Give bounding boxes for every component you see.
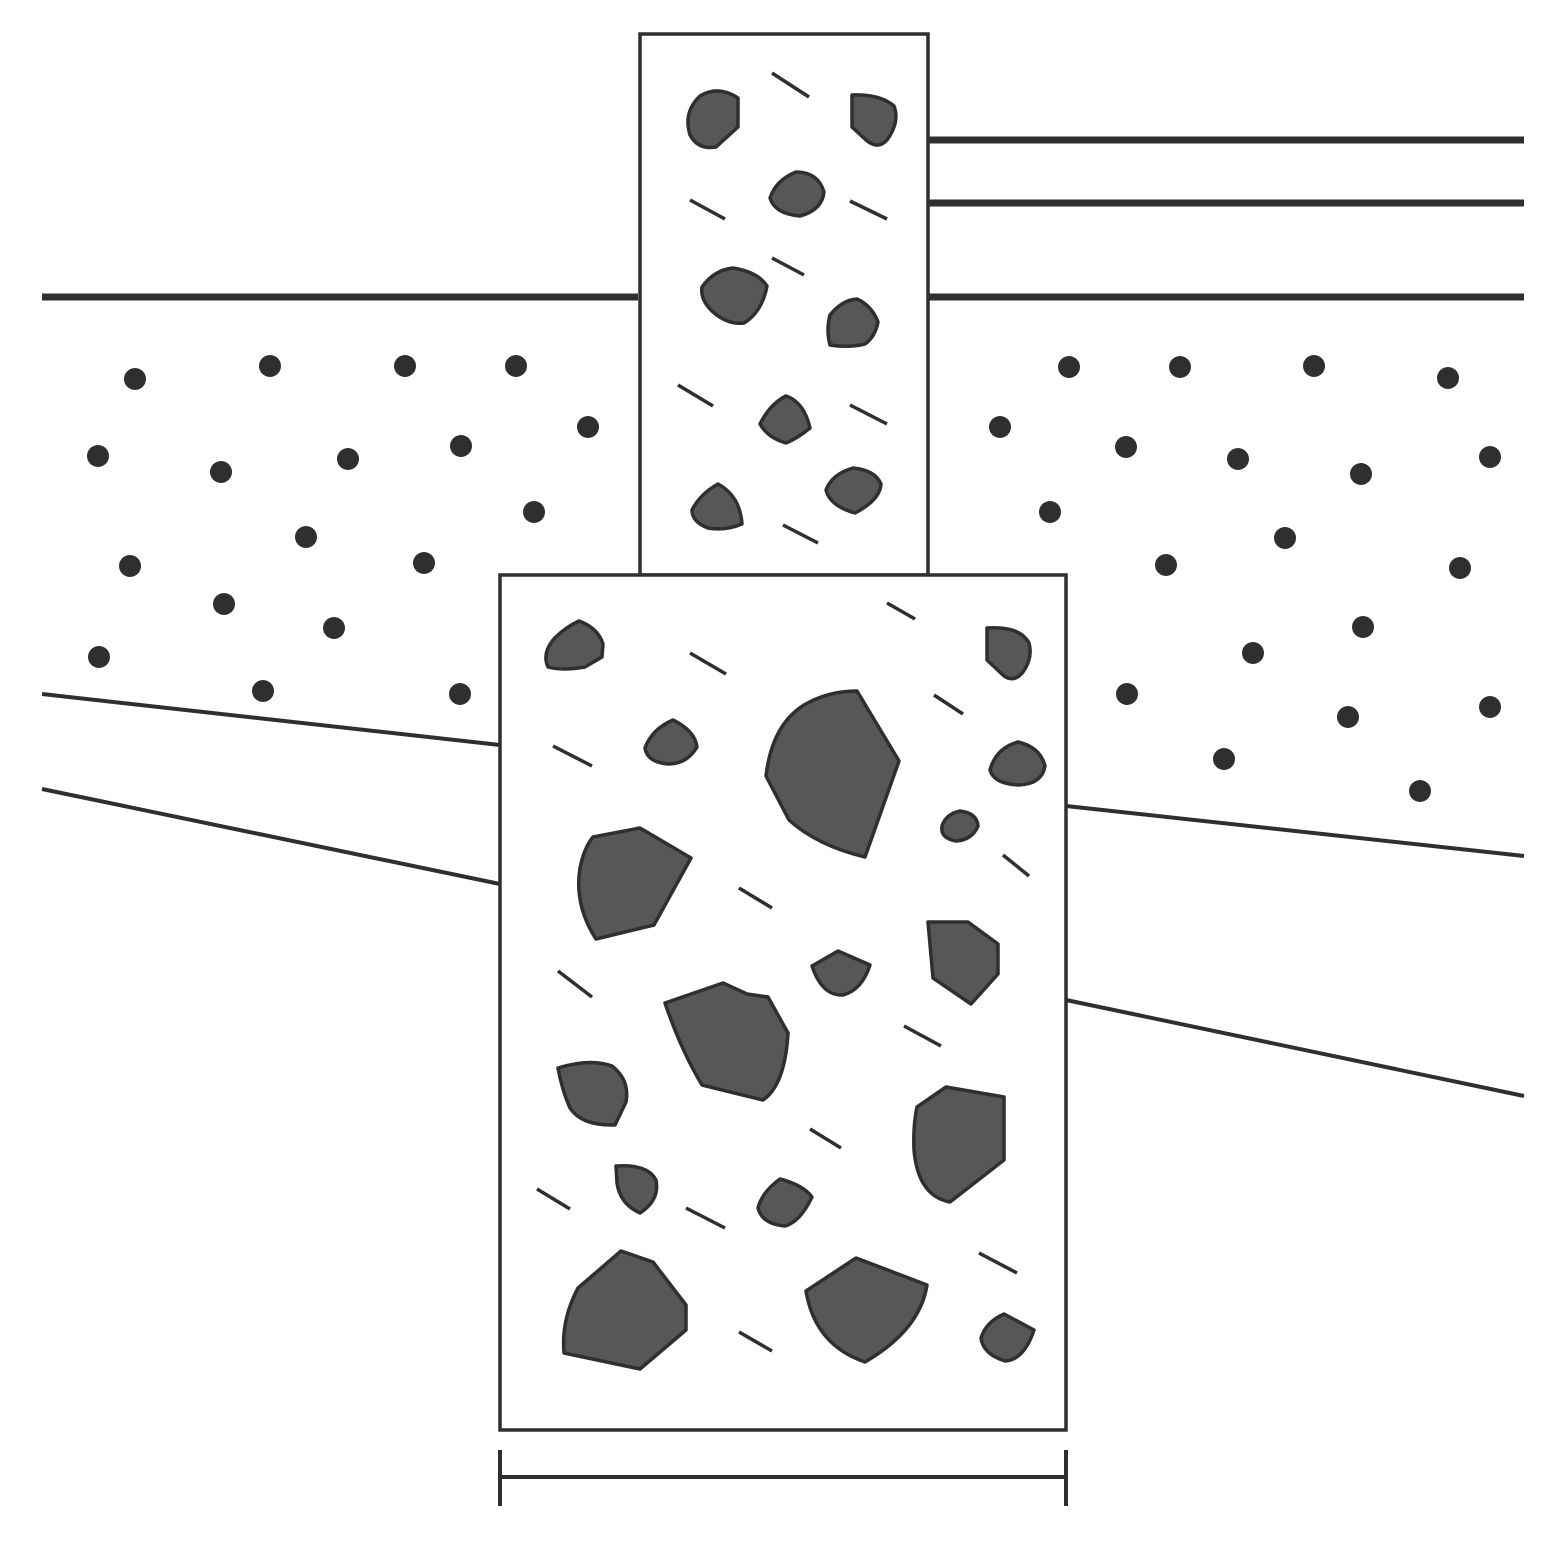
aggregate-dash: [738, 886, 773, 910]
sand-grain: [1350, 463, 1372, 485]
sand-grain: [505, 355, 527, 377]
aggregate-stone: [824, 466, 883, 515]
aggregate-stone: [758, 394, 812, 445]
sand-grain: [1213, 748, 1235, 770]
aggregate-stone: [940, 809, 980, 843]
sand-grain: [1169, 356, 1191, 378]
layer-boundary-right-upper: [1065, 804, 1525, 858]
aggregate-stone: [926, 920, 1000, 1006]
aggregate-stone: [663, 981, 790, 1102]
sand-grain: [1337, 706, 1359, 728]
aggregate-dash: [536, 1187, 571, 1211]
aggregate-dash: [849, 199, 888, 221]
sand-grain: [1116, 683, 1138, 705]
aggregate-stone: [985, 626, 1032, 681]
aggregate-stone: [850, 93, 898, 147]
aggregate-stone: [804, 1256, 929, 1364]
aggregate-dash: [1001, 853, 1031, 878]
aggregate-dash: [782, 523, 819, 545]
aggregate-stone: [576, 826, 693, 941]
aggregate-stone: [912, 1085, 1006, 1204]
sand-grain: [88, 646, 110, 668]
sand-grain: [252, 680, 274, 702]
aggregate-dash: [738, 1330, 773, 1353]
aggregate-stone: [614, 1164, 659, 1215]
sand-grain: [323, 617, 345, 639]
sand-grain: [119, 555, 141, 577]
aggregate-stone: [979, 1312, 1036, 1363]
strata-lines: [41, 136, 1525, 1098]
sand-grain: [1479, 446, 1501, 468]
aggregate-dash: [771, 71, 810, 99]
aggregate-dash: [771, 256, 805, 277]
sand-grain: [213, 593, 235, 615]
sand-grain: [1039, 501, 1061, 523]
aggregate-dash: [903, 1024, 942, 1048]
sand-grain: [1115, 436, 1137, 458]
sand-grain: [577, 416, 599, 438]
sand-grain: [337, 448, 359, 470]
sand-layer-right: [989, 355, 1501, 802]
aggregate-dash: [809, 1127, 842, 1150]
aggregate-stone: [544, 619, 605, 671]
sand-grain: [394, 355, 416, 377]
sand-grain: [1274, 527, 1296, 549]
aggregate-dash: [886, 601, 916, 621]
aggregate-stone: [643, 718, 699, 766]
aggregate-dash: [685, 1206, 726, 1230]
aggregate-dash: [689, 198, 726, 221]
concrete-column: [638, 32, 930, 577]
sand-grain: [295, 526, 317, 548]
sand-grain: [989, 416, 1011, 438]
aggregate-dash: [849, 403, 888, 426]
sand-grain: [1479, 696, 1501, 718]
sand-grain: [259, 355, 281, 377]
sand-grain: [1352, 616, 1374, 638]
sand-grain: [87, 445, 109, 467]
aggregate-dash: [677, 383, 714, 408]
sand-grain: [1155, 554, 1177, 576]
aggregate-stone: [561, 1249, 688, 1371]
concrete-footing: [498, 573, 1068, 1432]
aggregate-stone: [699, 266, 769, 326]
layer-boundary-left-lower: [41, 787, 501, 886]
aggregate-dash: [978, 1251, 1018, 1275]
aggregate-stone: [686, 89, 740, 150]
aggregate-stone: [768, 170, 826, 218]
layer-boundary-left-upper: [41, 692, 501, 747]
sand-grain: [1449, 557, 1471, 579]
sand-grain: [523, 501, 545, 523]
sand-layer-left: [87, 355, 599, 705]
aggregate-stone: [764, 689, 901, 859]
aggregate-stone: [690, 482, 744, 531]
aggregate-stone: [756, 1177, 814, 1228]
sand-grain: [124, 368, 146, 390]
sand-grain: [210, 461, 232, 483]
footing-width-dimension: [498, 1450, 1068, 1506]
aggregate-dash: [556, 969, 594, 999]
aggregate-stone: [556, 1060, 629, 1127]
sand-grain: [1303, 355, 1325, 377]
sand-grain: [1227, 448, 1249, 470]
sand-grain: [1409, 780, 1431, 802]
aggregate-stone: [988, 740, 1047, 787]
aggregate-dash: [552, 744, 593, 768]
sand-grain: [1058, 356, 1080, 378]
aggregate-dash: [933, 693, 964, 716]
sand-grain: [1242, 642, 1264, 664]
sand-grain: [1437, 367, 1459, 389]
sand-grain: [449, 683, 471, 705]
aggregate-stone: [826, 297, 880, 349]
aggregate-stone: [810, 949, 872, 997]
sand-grain: [413, 552, 435, 574]
layer-boundary-right-lower: [1065, 998, 1525, 1098]
aggregate-dash: [689, 651, 727, 676]
sand-grain: [450, 435, 472, 457]
